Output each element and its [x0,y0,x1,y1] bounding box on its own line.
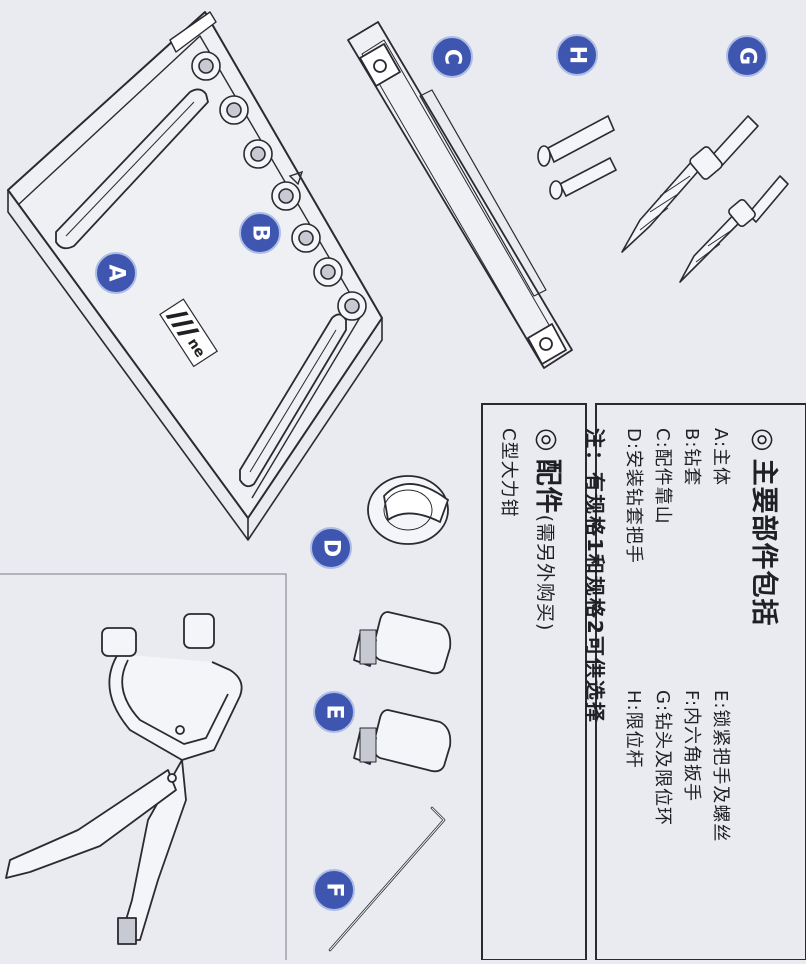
part-item-e: E:锁紧把手及螺丝 [710,690,731,843]
accessory-title-text: 配件 [532,458,563,515]
bushing-5 [291,223,321,253]
part-item-g: G:钻头及限位环 [652,690,673,827]
badge-g: G [726,35,768,77]
part-c-fence [347,21,573,369]
brand-logo: ne [159,298,218,368]
part-f-hex-wrench [328,806,446,952]
part-b-drill-bushings [191,51,367,321]
svg-text:E: E [322,704,347,719]
accessory-c-clamp [5,613,243,945]
bushing-7 [337,291,367,321]
accessory-box-frame [481,403,587,960]
svg-text:B: B [248,225,273,242]
parts-columns: A:主体 B:钻套 C:配件靠山 D:安装钻套把手 E:锁紧把手及螺丝 F:内六… [619,428,735,944]
part-item-b: B:钻套 [681,428,702,487]
accessory-subtitle: (需另外购买) [534,514,556,632]
accessory-title: ◎ 配件(需另外购买) [531,428,570,944]
svg-text:F: F [322,882,347,897]
svg-text:G: G [735,47,760,65]
parts-column-left: A:主体 B:钻套 C:配件靠山 D:安装钻套把手 [619,428,735,690]
title-marker: ◎ [748,428,779,453]
clamp-frame [0,573,287,960]
parts-title-text: 主要部件包括 [748,458,779,627]
svg-text:C: C [440,49,465,65]
bushing-1 [191,51,221,81]
bushing-4 [271,181,301,211]
spec-note: 注：有规格1和规格2可供选择 [583,428,607,724]
badge-c: C [431,36,473,78]
svg-text:D: D [319,539,344,557]
part-item-a: A:主体 [710,428,731,487]
bushing-3 [243,139,273,169]
svg-text:A: A [104,264,129,281]
bushing-6 [313,257,343,287]
badge-h: H [556,34,598,76]
badge-b: B [239,212,281,254]
part-item-d: D:安装钻套把手 [623,428,644,564]
part-d-install-handle [367,475,450,545]
parts-column-right: E:锁紧把手及螺丝 F:内六角扳手 G:钻头及限位环 H:限位杆 [619,690,735,842]
part-item-h: H:限位杆 [623,690,644,769]
accessory-item-c-clamp: C型大力钳 [498,428,519,518]
part-item-c: C:配件靠山 [652,428,673,525]
badge-f: F [313,869,355,911]
part-e-locking-knobs [353,611,452,773]
badge-a: A [95,252,137,294]
part-a-main-body [7,11,383,541]
parts-title: ◎ 主要部件包括 [747,428,786,944]
accessory-title-marker: ◎ [532,428,563,453]
badge-e: E [313,691,355,733]
accessory-panel: ◎ 配件(需另外购买) C型大力钳 [482,404,586,964]
bushing-2 [219,95,249,125]
part-h-stop-rods [537,114,618,200]
part-g-drill-bits [621,115,789,283]
parts-box-frame [595,403,806,960]
svg-text:H: H [565,46,590,64]
parts-list-panel: ◎ 主要部件包括 A:主体 B:钻套 C:配件靠山 D:安装钻套把手 E:锁紧把手… [583,404,804,964]
part-item-f: F:内六角扳手 [681,690,702,803]
angle-marker [288,170,304,186]
badge-d: D [310,527,352,569]
